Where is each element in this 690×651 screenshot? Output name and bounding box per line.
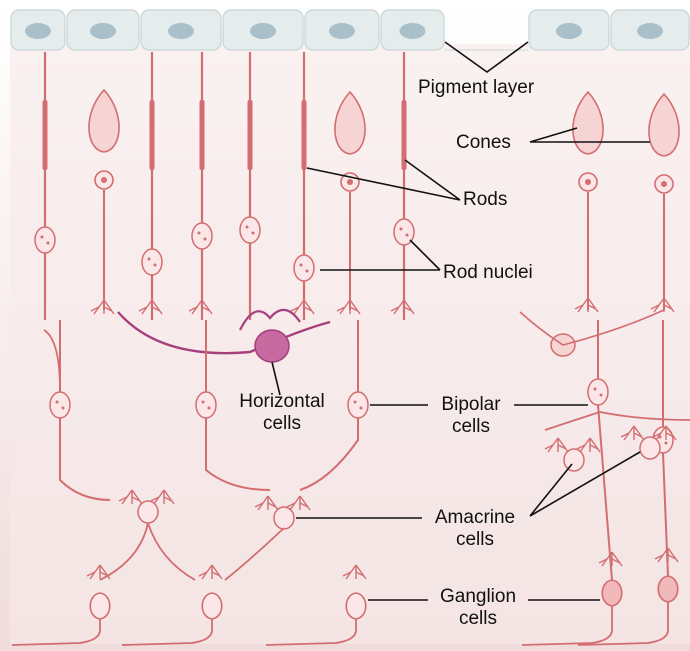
rod-nucleus xyxy=(294,255,314,281)
nucleus-dot xyxy=(600,394,603,397)
label-rod-nuclei: Rod nuclei xyxy=(443,262,533,284)
nucleus-dot xyxy=(208,407,211,410)
pigment-nucleus xyxy=(556,23,582,39)
nucleus-dot xyxy=(354,401,357,404)
rod-nucleus xyxy=(35,227,55,253)
rod-outer-segment xyxy=(200,100,205,170)
ganglion-cell-body xyxy=(658,576,678,602)
label-bipolar-cells: Bipolar cells xyxy=(428,394,514,438)
nucleus-dot xyxy=(252,232,255,235)
nucleus-dot xyxy=(41,236,44,239)
pigment-layer xyxy=(11,10,689,50)
amacrine-cell-body xyxy=(138,501,158,523)
nucleus-dot xyxy=(202,401,205,404)
nucleus-dot xyxy=(306,270,309,273)
cone-nucleus-dot xyxy=(347,179,353,185)
label-bipolar-line2: cells xyxy=(428,416,514,438)
cone-nucleus-dot xyxy=(101,177,107,183)
nucleus-dot xyxy=(204,238,207,241)
pigment-nucleus xyxy=(637,23,663,39)
bipolar-cell-body xyxy=(588,379,608,405)
label-ganglion-cells: Ganglion cells xyxy=(428,586,528,630)
amacrine-cell-body xyxy=(564,449,584,471)
pigment-nucleus xyxy=(250,23,276,39)
nucleus-dot xyxy=(62,407,65,410)
label-ganglion-line1: Ganglion xyxy=(428,586,528,608)
label-ganglion-line2: cells xyxy=(428,608,528,630)
label-horizontal-cells: Horizontal cells xyxy=(226,391,338,435)
nucleus-dot xyxy=(665,442,668,445)
pigment-nucleus xyxy=(90,23,116,39)
label-rods: Rods xyxy=(463,189,507,211)
bipolar-cell-body xyxy=(50,392,70,418)
bipolar-cell-body xyxy=(348,392,368,418)
ganglion-cell-body xyxy=(90,593,110,619)
nucleus-dot xyxy=(360,407,363,410)
rod-nucleus xyxy=(192,223,212,249)
nucleus-dot xyxy=(56,401,59,404)
label-cones: Cones xyxy=(456,132,511,154)
rod-nucleus xyxy=(240,217,260,243)
bipolar-cell-body xyxy=(196,392,216,418)
nucleus-dot xyxy=(406,234,409,237)
pigment-nucleus xyxy=(168,23,194,39)
rod-outer-segment xyxy=(402,100,407,170)
label-bipolar-line1: Bipolar xyxy=(428,394,514,416)
rod-outer-segment xyxy=(248,100,253,170)
nucleus-dot xyxy=(198,232,201,235)
nucleus-dot xyxy=(148,258,151,261)
label-pigment-layer: Pigment layer xyxy=(418,77,534,99)
nucleus-dot xyxy=(594,388,597,391)
nucleus-dot xyxy=(47,242,50,245)
cone-nucleus-dot xyxy=(661,181,667,187)
label-amacrine-line2: cells xyxy=(420,529,530,551)
pigment-nucleus xyxy=(25,23,51,39)
pigment-nucleus xyxy=(400,23,426,39)
label-amacrine-line1: Amacrine xyxy=(420,507,530,529)
rod-outer-segment xyxy=(43,100,48,170)
ganglion-cell-body xyxy=(346,593,366,619)
ganglion-cell-body xyxy=(602,580,622,606)
rod-nucleus xyxy=(142,249,162,275)
label-horizontal-line1: Horizontal xyxy=(226,391,338,413)
ganglion-cell-body xyxy=(202,593,222,619)
label-horizontal-line2: cells xyxy=(226,413,338,435)
amacrine-cell-body xyxy=(274,507,294,529)
horizontal-cell-body xyxy=(255,330,289,362)
nucleus-dot xyxy=(400,228,403,231)
nucleus-dot xyxy=(246,226,249,229)
pigment-nucleus xyxy=(329,23,355,39)
rod-outer-segment xyxy=(302,100,307,170)
amacrine-cell-body xyxy=(640,437,660,459)
nucleus-dot xyxy=(300,264,303,267)
label-amacrine-cells: Amacrine cells xyxy=(420,507,530,551)
cone-nucleus-dot xyxy=(585,179,591,185)
rod-outer-segment xyxy=(150,100,155,170)
nucleus-dot xyxy=(154,264,157,267)
